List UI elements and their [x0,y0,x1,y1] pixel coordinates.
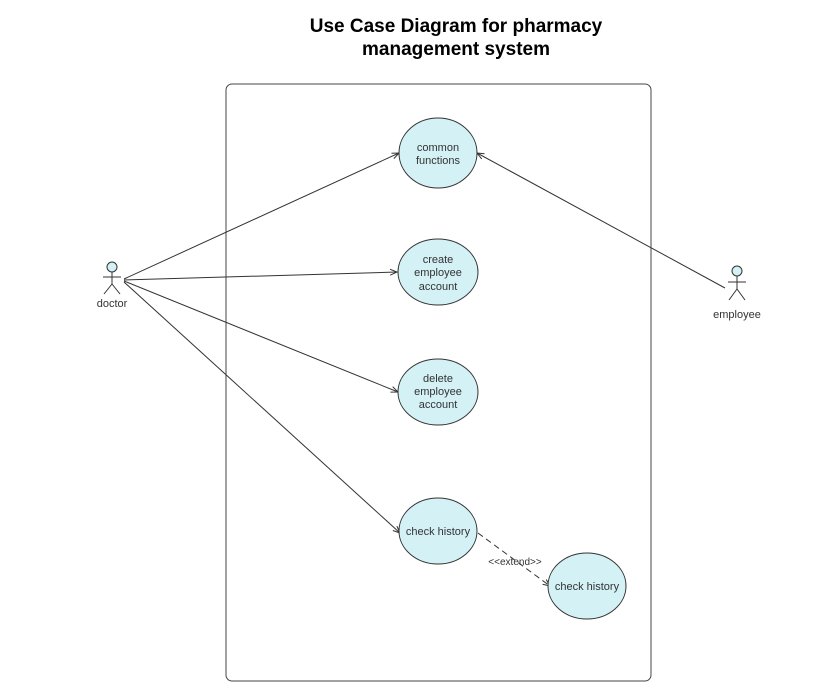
doctor-check-history-association [123,281,400,533]
use-case-check-history[interactable]: check history [398,497,478,565]
use-case-label-line: account [419,281,458,293]
use-case-label-line: delete [423,373,453,385]
stick-figure-icon [103,261,121,295]
use-case-create-employee-account[interactable]: create employee account [397,238,479,306]
diagram-title-line-2: management system [362,39,550,60]
use-case-label-line: check history [406,526,471,538]
doctor-delete-employee-account-association [123,280,398,392]
use-case-label-line: check history [555,581,620,593]
actor-label-employee: employee [713,309,761,321]
use-case-delete-employee-account[interactable]: delete employee account [397,358,479,426]
diagram-title-line-1: Use Case Diagram for pharmacy [310,16,603,37]
doctor-create-employee-account-association [123,272,397,281]
use-case-common-functions[interactable]: common functions [398,117,478,189]
extend-label: <<extend>> [488,557,542,568]
use-case-label-line: create [423,254,454,266]
use-case-label-line: common [417,142,459,154]
system-boundary [225,83,652,682]
use-case-label-line: employee [414,386,462,398]
employee-common-functions-association [477,153,726,289]
extend-relation [477,532,550,586]
use-case-label-line: account [419,399,458,411]
actor-label-doctor: doctor [97,298,128,310]
use-case-check-history-extension[interactable]: check history [547,552,627,620]
doctor-common-functions-association [123,153,399,280]
use-case-label-line: functions [416,155,461,167]
actor-doctor[interactable]: doctor [97,261,128,310]
actor-employee[interactable]: employee [713,265,761,321]
use-case-label-line: employee [414,267,462,279]
stick-figure-icon [728,265,746,301]
